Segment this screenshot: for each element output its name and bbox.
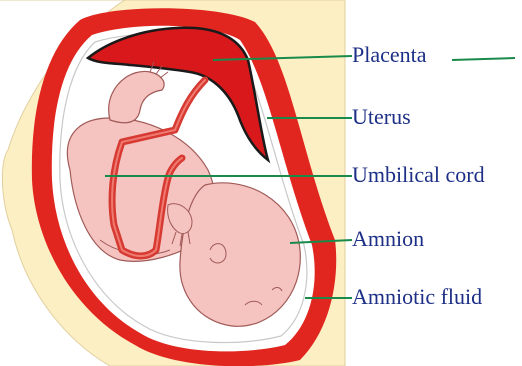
label-placenta: Placenta <box>352 44 427 66</box>
label-umbilical-cord: Umbilical cord <box>352 164 485 186</box>
label-amnion: Amnion <box>352 228 424 250</box>
label-uterus: Uterus <box>352 106 411 128</box>
label-amniotic-fluid: Amniotic fluid <box>352 286 482 308</box>
placenta-leader-line-extension <box>452 58 515 60</box>
